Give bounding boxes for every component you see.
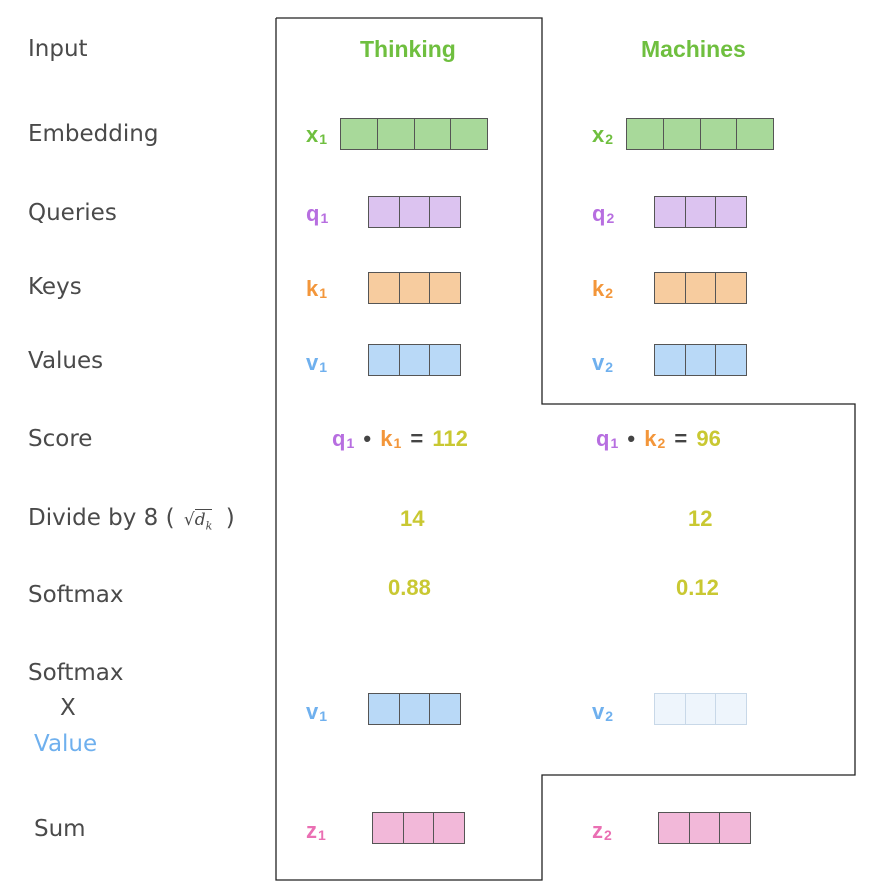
- row-label-keys: Keys: [28, 274, 82, 300]
- key-symbol-k1: k1: [306, 276, 328, 301]
- embedding-vector-x1: [340, 118, 488, 150]
- row-label-score: Score: [28, 426, 93, 452]
- score-expression-2: q1 • k2 = 96: [596, 426, 721, 451]
- row-label-softmax-x-1: Softmax: [28, 660, 124, 686]
- column-title-machines: Machines: [641, 36, 746, 62]
- weighted-value-symbol-v2: v2: [592, 699, 614, 724]
- embedding-symbol-x1: x1: [306, 122, 328, 147]
- embedding-vector-x2: [626, 118, 774, 150]
- score-value-1: 112: [432, 426, 468, 451]
- divide-prefix: Divide by 8 (: [28, 505, 175, 531]
- weighted-value-symbol-v1: v1: [306, 699, 328, 724]
- sqrt-dk: √dk: [183, 509, 213, 533]
- key-symbol-k2: k2: [592, 276, 614, 301]
- divide-suffix: ): [225, 505, 235, 531]
- row-label-softmax-x-3: Value: [34, 731, 98, 757]
- value-symbol-v2: v2: [592, 350, 614, 375]
- row-label-input: Input: [28, 36, 88, 62]
- row-label-softmax-x-2: X: [60, 695, 76, 721]
- row-label-sum: Sum: [34, 816, 86, 842]
- row-label-divide: Divide by 8 ( √dk ): [28, 505, 235, 532]
- row-label-values: Values: [28, 348, 104, 374]
- value-vector-v1: [368, 344, 461, 376]
- row-label-embedding: Embedding: [28, 121, 159, 147]
- divided-score-1: 14: [400, 506, 425, 531]
- sum-symbol-z1: z1: [306, 818, 326, 843]
- softmax-value-1: 0.88: [388, 575, 431, 600]
- score-expression-1: q1 • k1 = 112: [332, 426, 468, 451]
- softmax-value-2: 0.12: [676, 575, 719, 600]
- key-vector-k1: [368, 272, 461, 304]
- key-vector-k2: [654, 272, 747, 304]
- embedding-symbol-x2: x2: [592, 122, 614, 147]
- sum-vector-z2: [658, 812, 751, 844]
- query-vector-q1: [368, 196, 461, 228]
- weighted-value-vector-v1: [368, 693, 461, 725]
- query-vector-q2: [654, 196, 747, 228]
- sum-vector-z1: [372, 812, 465, 844]
- column-title-thinking: Thinking: [360, 36, 456, 62]
- score-value-2: 96: [696, 426, 721, 451]
- weighted-value-vector-v2: [654, 693, 747, 725]
- query-symbol-q2: q2: [592, 201, 615, 226]
- row-label-softmax: Softmax: [28, 582, 124, 608]
- sum-symbol-z2: z2: [592, 818, 612, 843]
- value-symbol-v1: v1: [306, 350, 328, 375]
- row-label-queries: Queries: [28, 200, 117, 226]
- query-symbol-q1: q1: [306, 201, 329, 226]
- value-vector-v2: [654, 344, 747, 376]
- divided-score-2: 12: [688, 506, 713, 531]
